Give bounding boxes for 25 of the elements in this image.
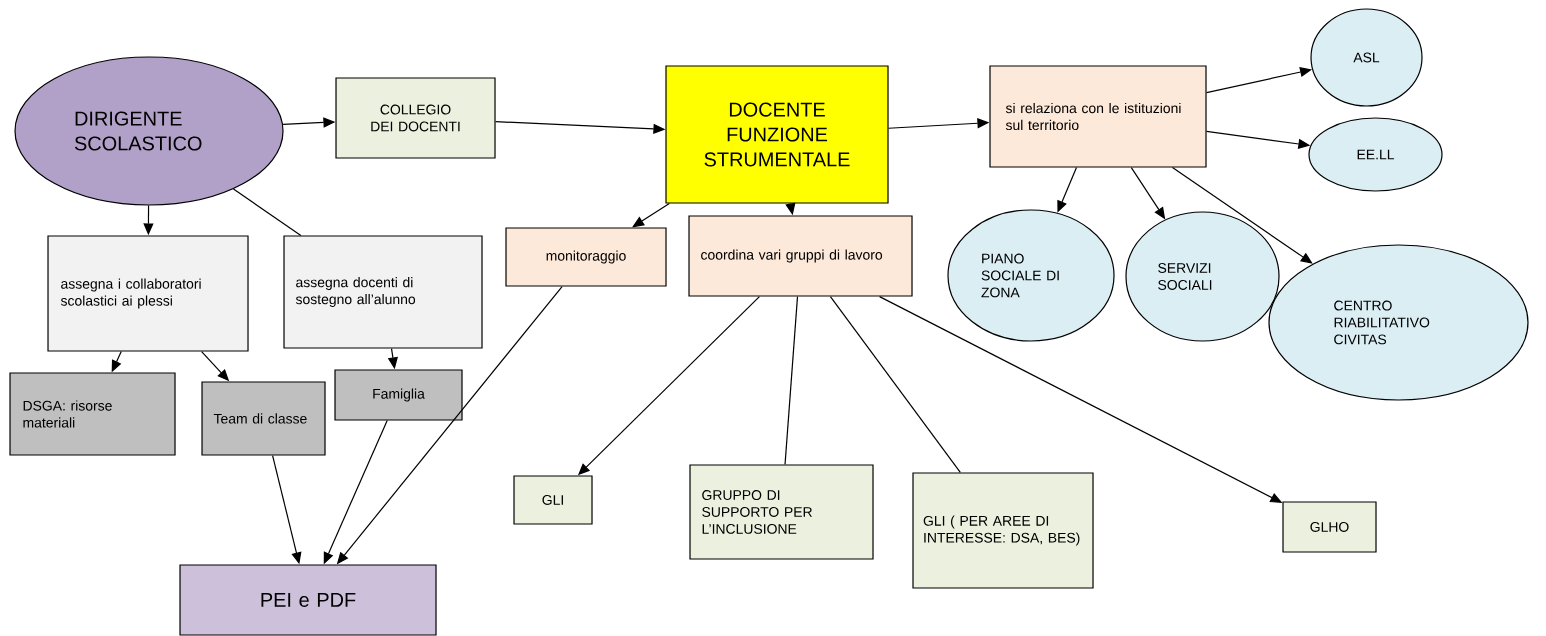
ellipse-node: PIANO SOCIALE DI ZONA — [947, 209, 1115, 342]
connector-line — [829, 296, 961, 473]
process-box: assegna docenti di sostegno all’alunno — [283, 235, 483, 349]
ellipse-node: ASL — [1310, 8, 1423, 107]
process-box: monitoraggio — [505, 227, 667, 287]
process-box: GRUPPO DI SUPPORTO PER L’INCLUSIONE — [689, 464, 874, 560]
process-box: COLLEGIO DEI DOCENTI — [335, 77, 496, 159]
process-box: GLI — [513, 475, 593, 525]
process-box: assegna i collaboratori scolastici ai plessi — [47, 235, 249, 352]
ellipse-node: EE.LL — [1308, 117, 1443, 192]
process-box: PEI e PDF — [179, 564, 437, 636]
connector-line — [784, 296, 799, 465]
process-box: GLI ( PER AREE DI INTERESSE: DSA, BES) — [912, 472, 1094, 589]
process-box: Famiglia — [334, 369, 463, 421]
ellipse-node: DIRIGENTE SCOLASTICO — [14, 56, 284, 206]
connector-line — [232, 188, 302, 236]
process-box: si relaziona con le istituzioni sul territorio — [989, 65, 1207, 168]
arrow — [1171, 167, 1313, 264]
process-box: Team di classe — [201, 381, 326, 456]
arrow — [632, 203, 670, 228]
process-box: GLHO — [1282, 501, 1377, 553]
process-box: DSGA: risorse materiali — [9, 372, 176, 456]
process-box: DOCENTE FUNZIONE STRUMENTALE — [665, 65, 889, 204]
ellipse-node: SERVIZI SOCIALI — [1125, 211, 1280, 342]
process-box: coordina vari gruppi di lavoro — [688, 215, 913, 297]
